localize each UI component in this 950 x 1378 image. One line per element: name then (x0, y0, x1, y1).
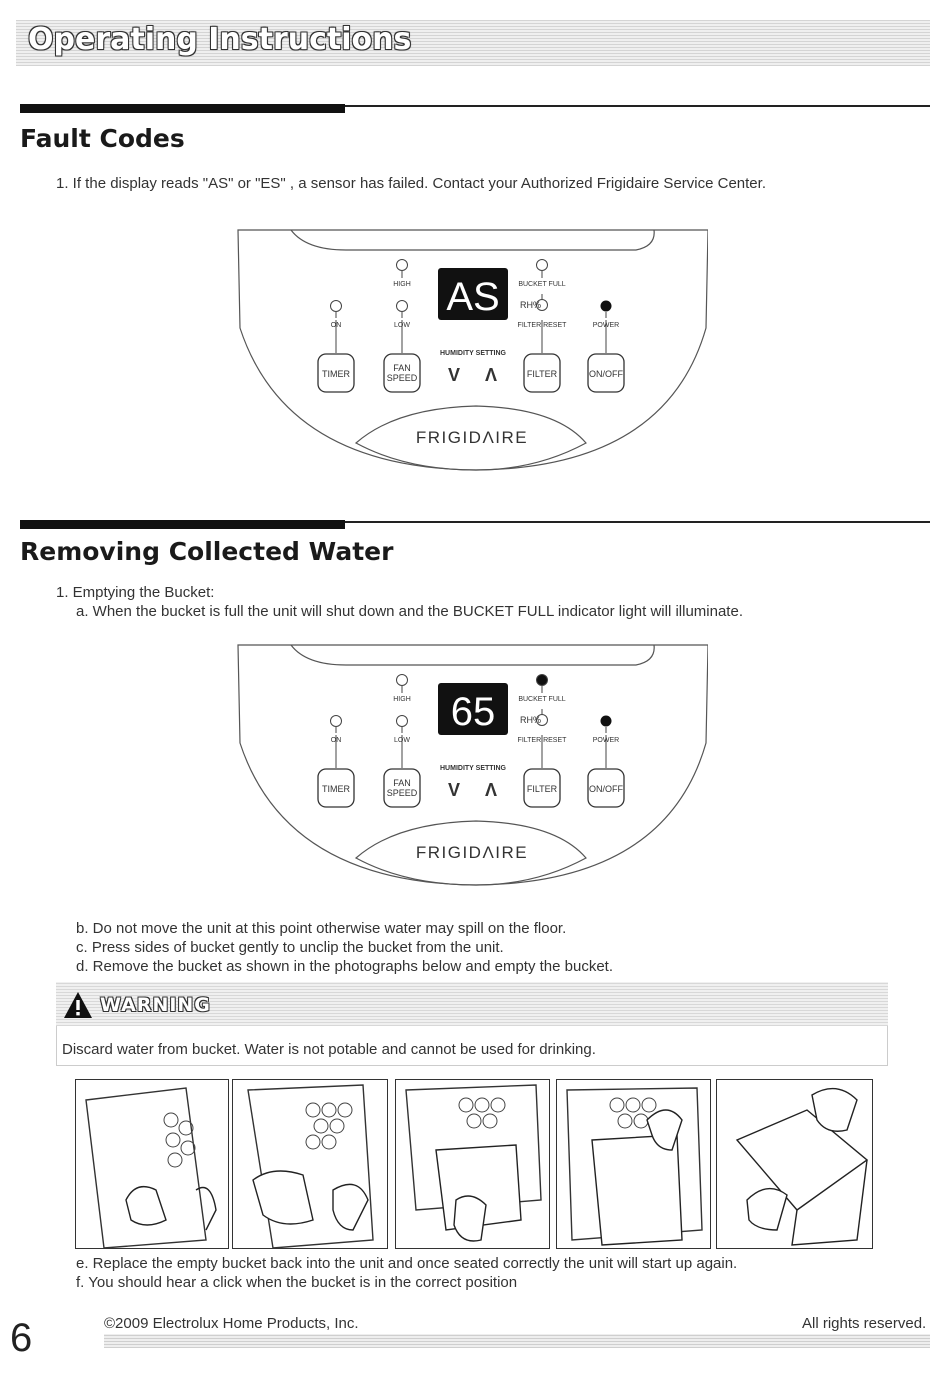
photo-bucket-step-4 (556, 1079, 711, 1249)
filter-button (523, 353, 561, 393)
warning-triangle-icon (64, 992, 92, 1018)
svg-text:HUMIDITY SETTING: HUMIDITY SETTING (440, 765, 507, 772)
humidity-down-button: V (448, 365, 460, 385)
step-1: 1. Emptying the Bucket: (56, 584, 215, 601)
filter-button (523, 768, 561, 808)
svg-text:BUCKET FULL: BUCKET FULL (518, 281, 565, 288)
photo-bucket-step-5 (716, 1079, 873, 1249)
step-1a: a. When the bucket is full the unit will… (76, 603, 743, 620)
step-1e: e. Replace the empty bucket back into th… (76, 1255, 738, 1272)
page-title: Operating Instructions (28, 22, 412, 57)
footer-copyright: ©2009 Electrolux Home Products, Inc. (104, 1315, 359, 1332)
footer-rights: All rights reserved. (802, 1315, 927, 1332)
svg-text:TIMER: TIMER (322, 369, 350, 379)
svg-text:HUMIDITY SETTING: HUMIDITY SETTING (440, 350, 507, 357)
fan-speed-button (383, 768, 421, 808)
svg-text:FAN: FAN (393, 363, 411, 373)
svg-text:FAN: FAN (393, 778, 411, 788)
step-1d: d. Remove the bucket as shown in the pho… (76, 958, 613, 975)
display-readout: 65 (451, 690, 496, 734)
section-rule (20, 521, 930, 523)
brand-logo: FRIGIDΛIRE (416, 843, 528, 862)
bucket-full-indicator (536, 259, 548, 271)
svg-text:SPEED: SPEED (387, 788, 418, 798)
fault-codes-title: Fault Codes (20, 124, 185, 153)
step-1b: b. Do not move the unit at this point ot… (76, 920, 567, 937)
warning-title: WARNING (100, 994, 211, 1016)
svg-text:BUCKET FULL: BUCKET FULL (518, 696, 565, 703)
svg-text:ON/OFF: ON/OFF (589, 369, 623, 379)
section-rule-bar (20, 104, 345, 113)
section-rule (20, 105, 930, 107)
warning-text: Discard water from bucket. Water is not … (62, 1041, 596, 1058)
photo-bucket-step-2 (232, 1079, 388, 1249)
warning-band (56, 982, 888, 1026)
photo-bucket-step-1 (75, 1079, 229, 1249)
humidity-up-button: Λ (485, 365, 497, 385)
svg-text:HIGH: HIGH (393, 281, 411, 288)
photo-bucket-step-3 (395, 1079, 550, 1249)
brand-logo: FRIGIDΛIRE (416, 428, 528, 447)
onoff-button (587, 768, 625, 808)
svg-text:HIGH: HIGH (393, 696, 411, 703)
bucket-full-indicator (536, 674, 548, 686)
fan-speed-button (383, 353, 421, 393)
control-panel-fault: HIGH LOW ON BUCKET FULL RH% FILTER RESET… (236, 228, 709, 483)
onoff-button (587, 353, 625, 393)
timer-button (317, 353, 355, 393)
header-band (16, 20, 930, 66)
display-readout: AS (446, 275, 499, 319)
svg-text:SPEED: SPEED (387, 373, 418, 383)
svg-text:FILTER: FILTER (527, 784, 558, 794)
svg-text:TIMER: TIMER (322, 784, 350, 794)
svg-text:RH%: RH% (520, 715, 541, 725)
section-rule-bar (20, 520, 345, 529)
step-1f: f. You should hear a click when the buck… (76, 1274, 518, 1291)
removing-water-title: Removing Collected Water (20, 537, 394, 566)
svg-text:RH%: RH% (520, 300, 541, 310)
step-1c: c. Press sides of bucket gently to uncli… (76, 939, 504, 956)
humidity-down-button: V (448, 780, 460, 800)
power-indicator (600, 300, 612, 312)
control-panel-bucket-full: HIGH LOW ON BUCKET FULL RH% FILTER RESET… (236, 643, 709, 898)
fault-codes-item: 1. If the display reads "AS" or "ES" , a… (56, 175, 766, 192)
power-indicator (600, 715, 612, 727)
humidity-up-button: Λ (485, 780, 497, 800)
warning-box (56, 1026, 888, 1066)
svg-text:FILTER: FILTER (527, 369, 558, 379)
svg-text:ON/OFF: ON/OFF (589, 784, 623, 794)
timer-button (317, 768, 355, 808)
footer-band (104, 1334, 930, 1348)
page-number: 6 (10, 1316, 33, 1360)
display-screen (438, 268, 508, 320)
display-screen (438, 683, 508, 735)
